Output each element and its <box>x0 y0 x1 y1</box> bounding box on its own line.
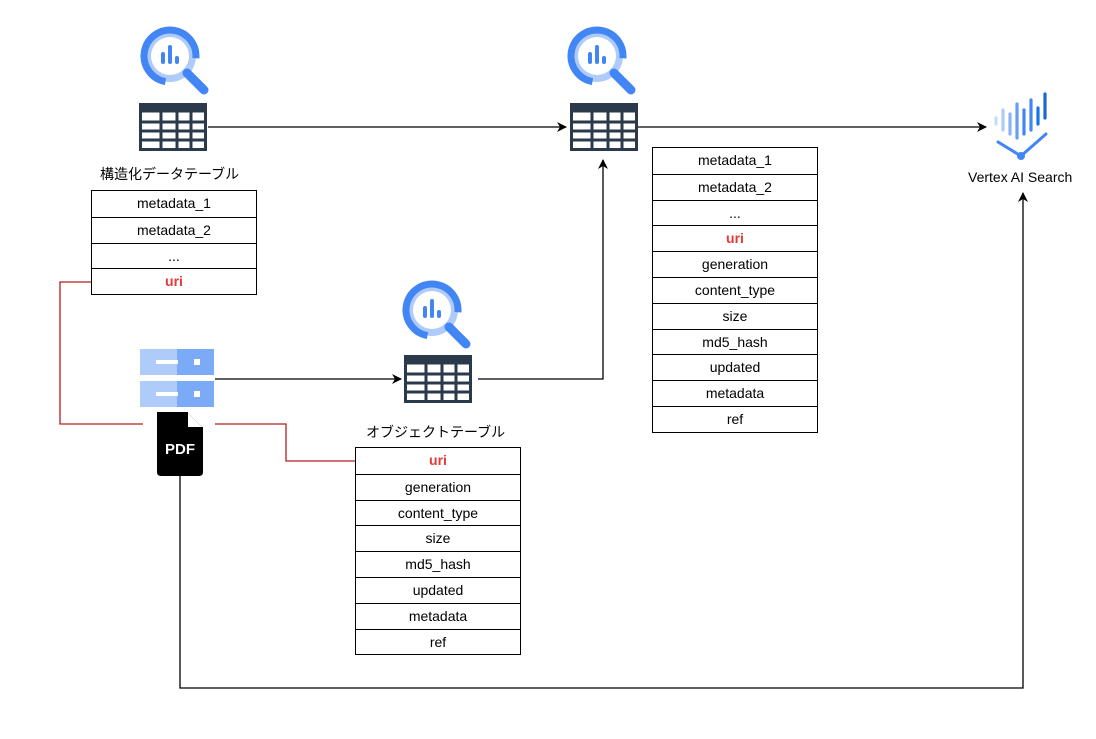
vertex-ai-search-label: Vertex AI Search <box>968 169 1073 185</box>
table-row: content_type <box>653 276 817 303</box>
table-row: ref <box>356 628 520 655</box>
table-row: metadata <box>356 602 520 629</box>
table-row-key: uri <box>429 452 447 468</box>
table-row: size <box>653 302 817 329</box>
table-row: generation <box>653 251 817 277</box>
pdf-file-icon: PDF <box>143 410 215 478</box>
table-row: metadata_2 <box>92 216 256 243</box>
table-row: updated <box>653 354 817 380</box>
structured-table: metadata_1 metadata_2...uri <box>91 190 257 296</box>
table-row: ... <box>653 199 817 226</box>
table-row: metadata <box>653 380 817 406</box>
uri-join-line <box>59 281 355 462</box>
bigquery-icon <box>140 26 209 95</box>
cloud-storage-icon <box>140 349 214 407</box>
table-row-key: uri <box>92 268 256 294</box>
object-table-label: オブジェクトテーブル <box>366 424 506 440</box>
table-row: size <box>356 525 520 551</box>
bigquery-icon <box>567 26 636 95</box>
bigquery-icon <box>402 280 471 349</box>
pdf-label: PDF <box>165 441 195 458</box>
table-row: ref <box>653 405 817 432</box>
vertex-ai-search-icon <box>994 92 1048 160</box>
table-row: metadata_1 <box>698 152 772 168</box>
table-row: md5_hash <box>653 328 817 355</box>
table-row: ... <box>92 242 256 269</box>
table-row: md5_hash <box>356 551 520 577</box>
table-icon <box>570 103 638 151</box>
table-row: metadata_1 <box>137 195 211 211</box>
table-row: generation <box>356 473 520 500</box>
table-row: metadata_2 <box>653 173 817 200</box>
table-row-key: uri <box>653 225 817 251</box>
table-row: updated <box>356 576 520 603</box>
structured-table-label: 構造化データテーブル <box>100 166 240 182</box>
table-icon <box>139 103 207 151</box>
arrow-object-to-joined <box>478 159 608 380</box>
table-row: content_type <box>356 499 520 526</box>
arrow-pdf-to-vertex <box>179 192 1028 689</box>
table-icon <box>404 355 472 403</box>
